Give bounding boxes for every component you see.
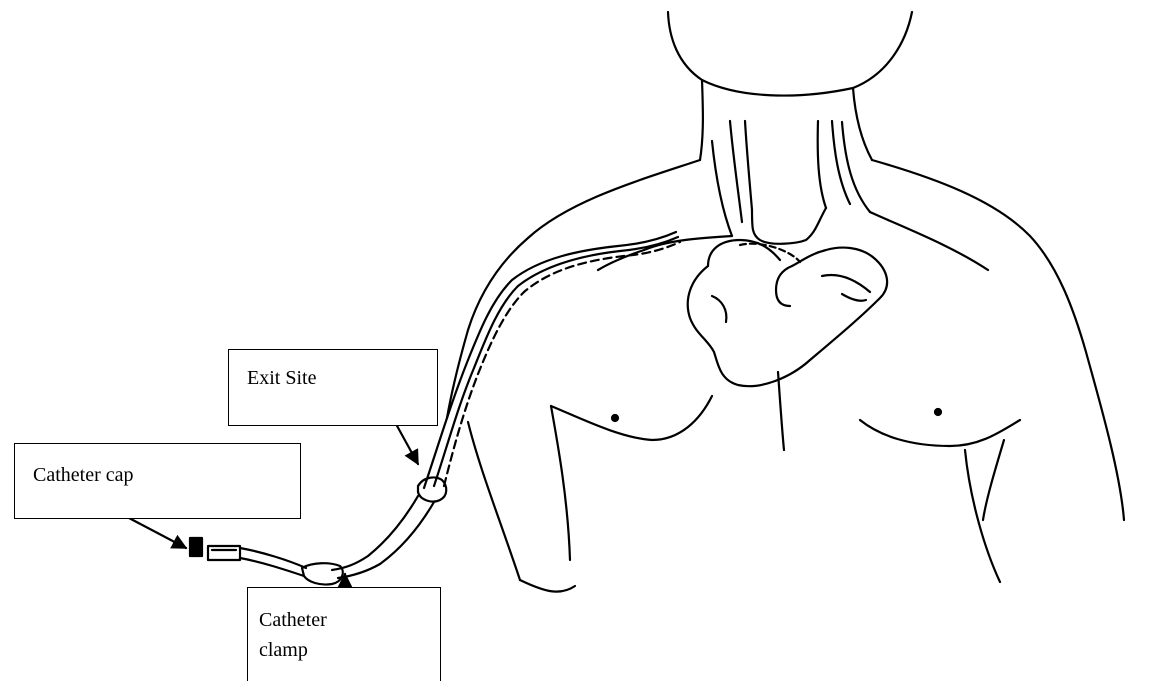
catheter-cap-shape <box>190 538 202 556</box>
neck-vessel-6 <box>842 122 870 212</box>
left-shoulder-outline <box>447 160 700 418</box>
heart-vessel-a <box>712 296 726 322</box>
catheter-tunnel-inner <box>444 242 680 486</box>
exit-site-label-box: Exit Site <box>228 349 438 426</box>
exit-site-arrow <box>396 424 418 464</box>
catheter-clamp-label-box: Catheter clamp <box>247 587 441 681</box>
neck-vessel-5 <box>712 141 732 236</box>
catheter-cap-label: Catheter cap <box>33 463 134 487</box>
left-nipple <box>612 415 618 421</box>
catheter-cap-label-box: Catheter cap <box>14 443 301 519</box>
clamp-shape <box>302 563 343 584</box>
exit-site-label: Exit Site <box>247 366 316 390</box>
left-flank <box>468 422 520 580</box>
abdomen-line <box>520 580 575 592</box>
right-nipple <box>935 409 941 415</box>
head-outline <box>668 12 912 96</box>
right-pectoral <box>860 420 1020 446</box>
heart-outline <box>688 248 887 387</box>
neck-right <box>853 88 872 160</box>
heart-vessel-b <box>822 275 870 292</box>
left-torso-side <box>551 406 570 560</box>
sternum-line <box>778 372 784 450</box>
hub-shape <box>208 546 240 560</box>
external-catheter-upper <box>332 496 418 570</box>
right-shoulder-outline <box>872 160 1124 520</box>
catheter-tunnel-center <box>434 237 678 486</box>
neck-left <box>700 80 703 160</box>
catheter-cap-arrow <box>129 518 186 548</box>
superior-vena-cava <box>752 208 826 244</box>
catheter-to-hub-upper <box>240 548 306 568</box>
neck-vessel-2 <box>745 121 752 210</box>
heart-vessel-c <box>842 294 866 301</box>
left-pectoral <box>551 396 712 440</box>
exit-site-cuff <box>418 478 446 502</box>
right-arm-inner <box>983 440 1004 520</box>
right-clavicle <box>870 212 988 270</box>
neck-vessel-1 <box>730 121 742 222</box>
pulmonary-dashed <box>740 244 800 262</box>
catheter-to-hub-lower <box>240 558 304 576</box>
neck-vessel-3 <box>818 121 826 208</box>
catheter-tunnel-outer <box>424 232 676 488</box>
catheter-clamp-label: Catheter clamp <box>259 605 379 665</box>
